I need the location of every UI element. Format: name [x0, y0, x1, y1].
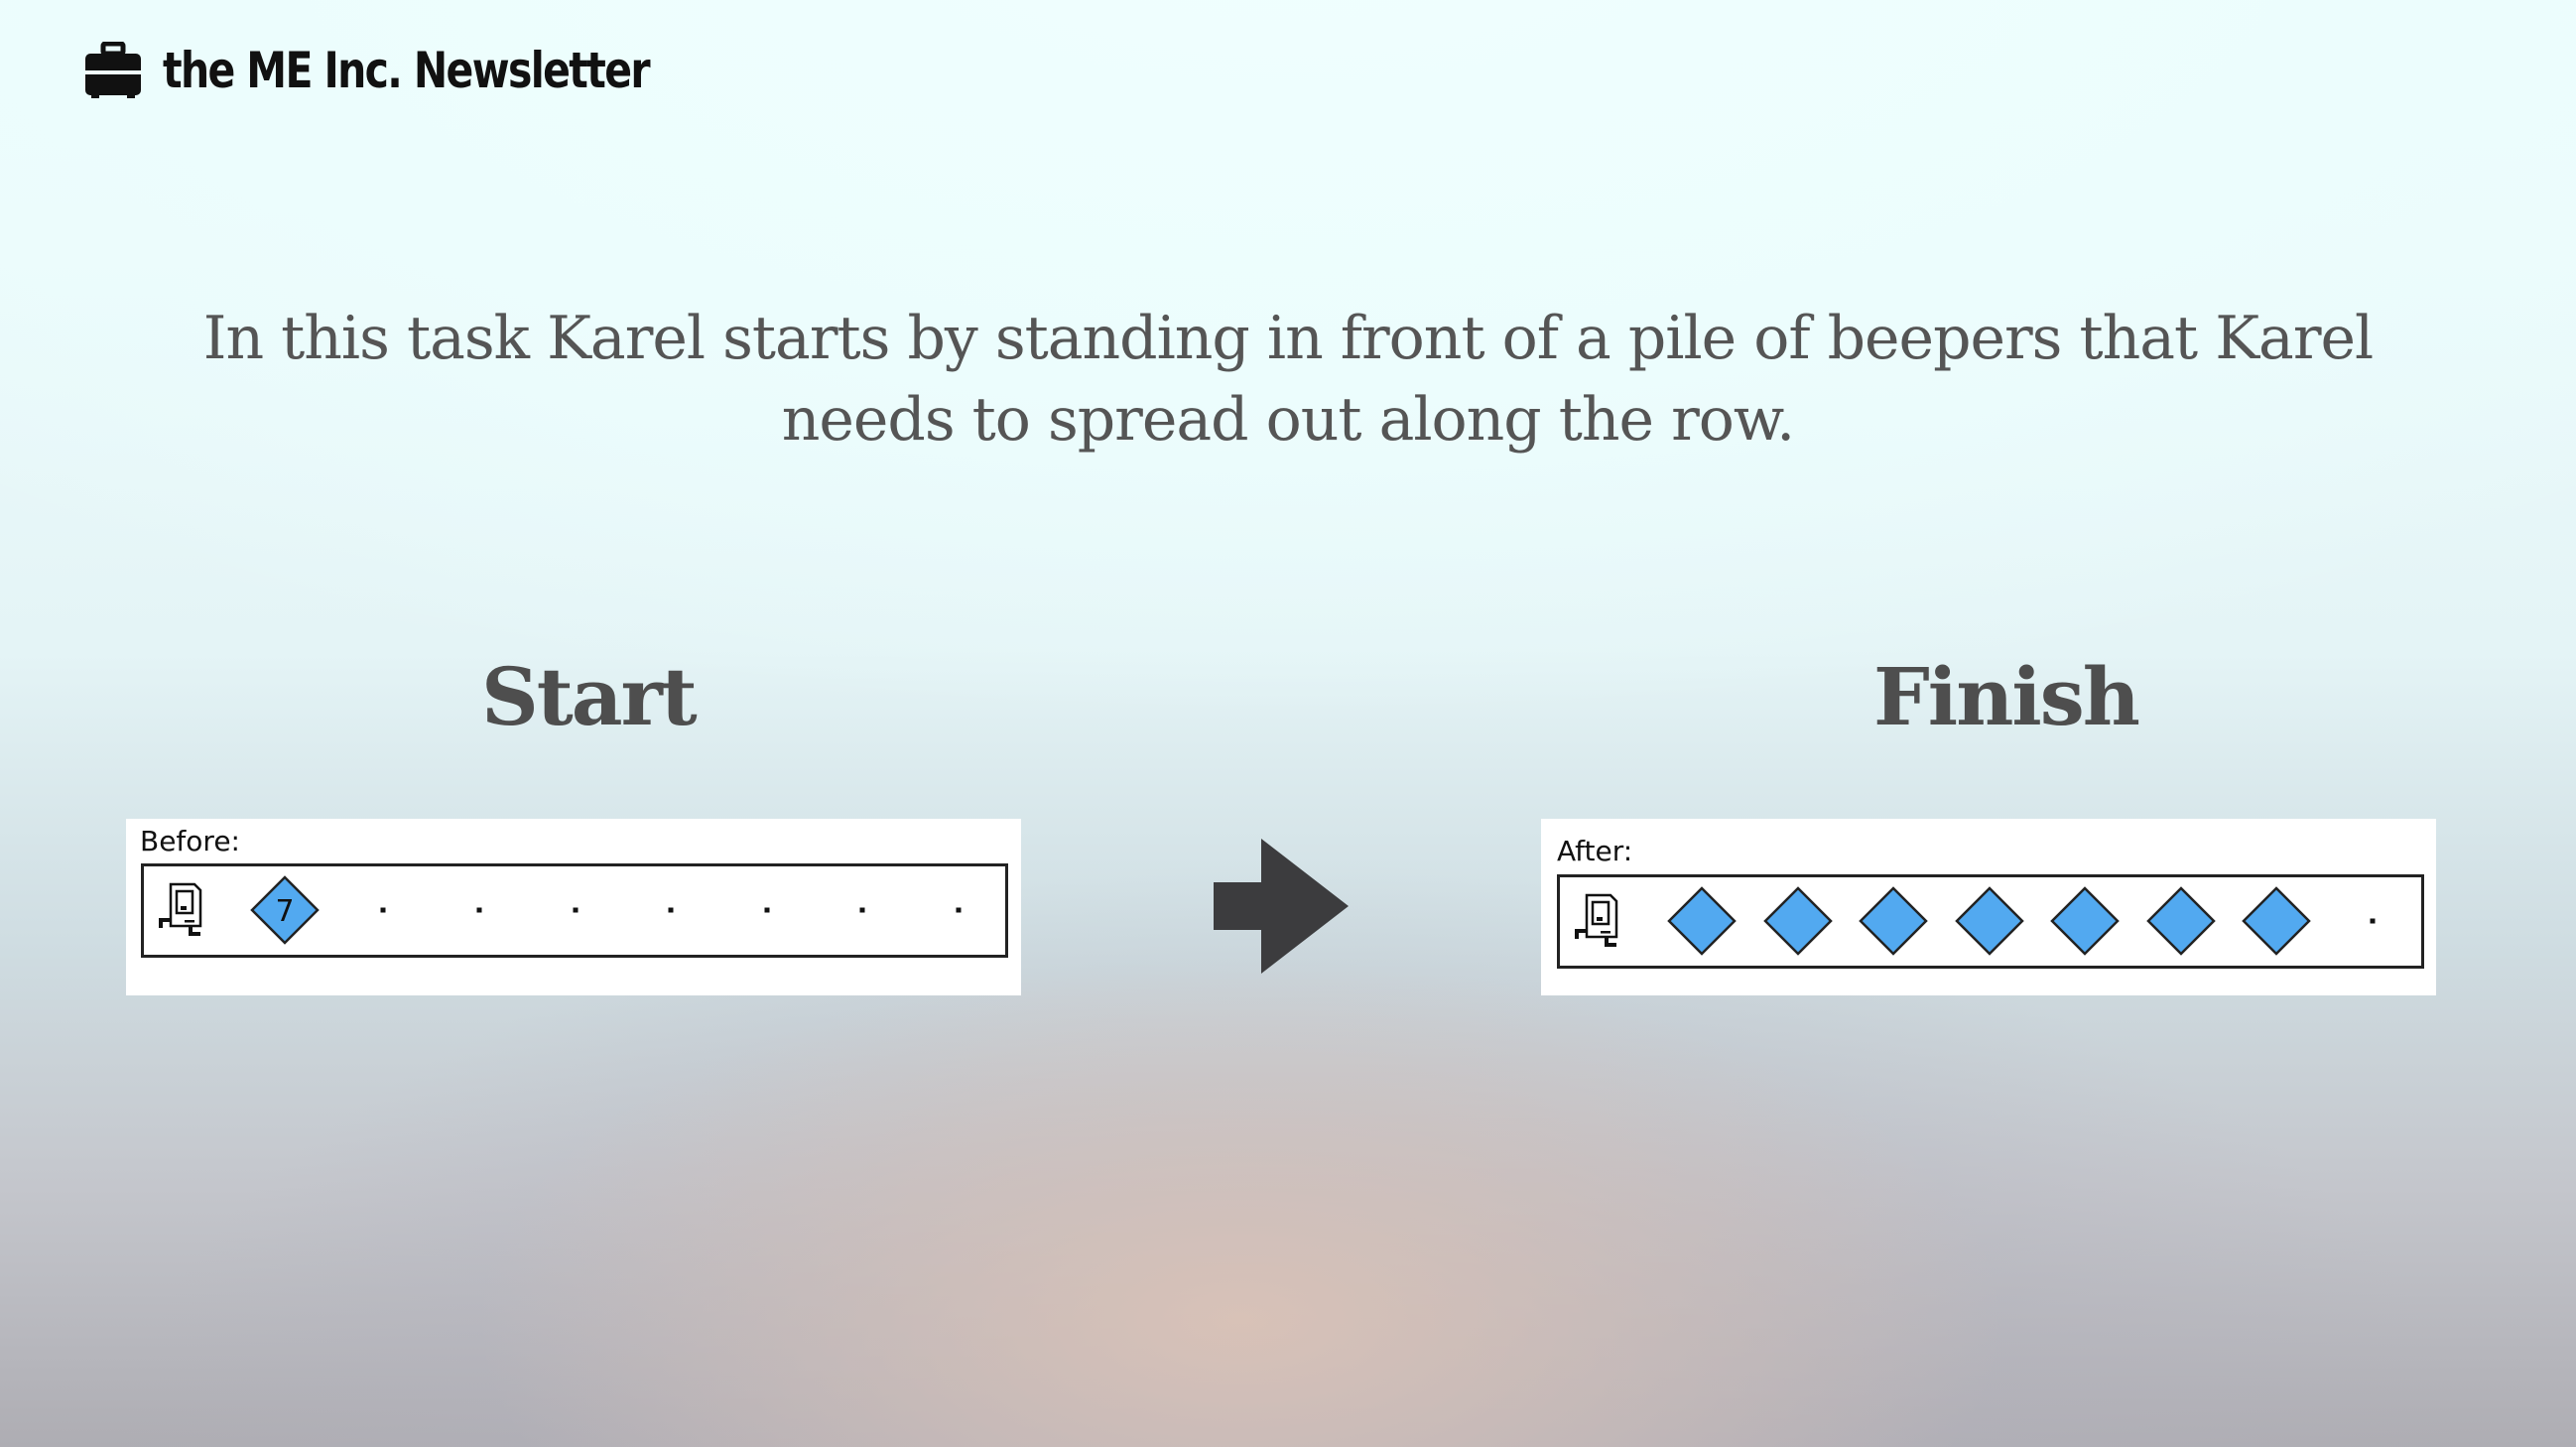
empty-corners — [380, 907, 962, 913]
right-arrow-icon — [1214, 839, 1349, 974]
intro-line-1: In this task Karel starts by standing in… — [202, 304, 2374, 373]
briefcase-icon — [85, 42, 141, 98]
after-world-panel: After: — [1541, 819, 2436, 995]
newsletter-title: the ME Inc. Newsletter — [163, 42, 651, 99]
before-grid-svg: 7 — [159, 875, 962, 945]
beeper — [1859, 886, 1928, 956]
after-world-grid — [1557, 874, 2424, 969]
beeper — [2146, 886, 2216, 956]
intro-line-2: needs to spread out along the row. — [781, 385, 1795, 455]
beepers-row — [1667, 886, 2311, 956]
after-grid-svg — [1575, 886, 2376, 956]
header: the ME Inc. Newsletter — [83, 42, 756, 99]
beeper-pile: 7 — [250, 875, 320, 945]
start-heading: Start — [481, 650, 698, 743]
beeper-count: 7 — [275, 894, 294, 929]
karel-robot-icon — [159, 882, 202, 936]
intro-text: In this task Karel starts by standing in… — [149, 298, 2427, 460]
corner-dot — [668, 907, 674, 913]
corner-dot — [380, 907, 386, 913]
before-label: Before: — [140, 825, 240, 857]
beeper — [1667, 886, 1737, 956]
corner-dot — [956, 907, 962, 913]
karel-robot-icon — [1575, 893, 1618, 947]
corner-dot — [2370, 918, 2376, 924]
after-label: After: — [1557, 835, 1633, 867]
beeper — [2050, 886, 2120, 956]
beeper — [1955, 886, 2024, 956]
before-world-grid: 7 — [141, 863, 1008, 958]
corner-dot — [764, 907, 770, 913]
beeper — [2242, 886, 2311, 956]
before-world-panel: Before: 7 — [126, 819, 1021, 995]
corner-dot — [573, 907, 579, 913]
corner-dot — [859, 907, 865, 913]
corner-dot — [476, 907, 482, 913]
finish-heading: Finish — [1873, 650, 2140, 743]
beeper — [1763, 886, 1833, 956]
